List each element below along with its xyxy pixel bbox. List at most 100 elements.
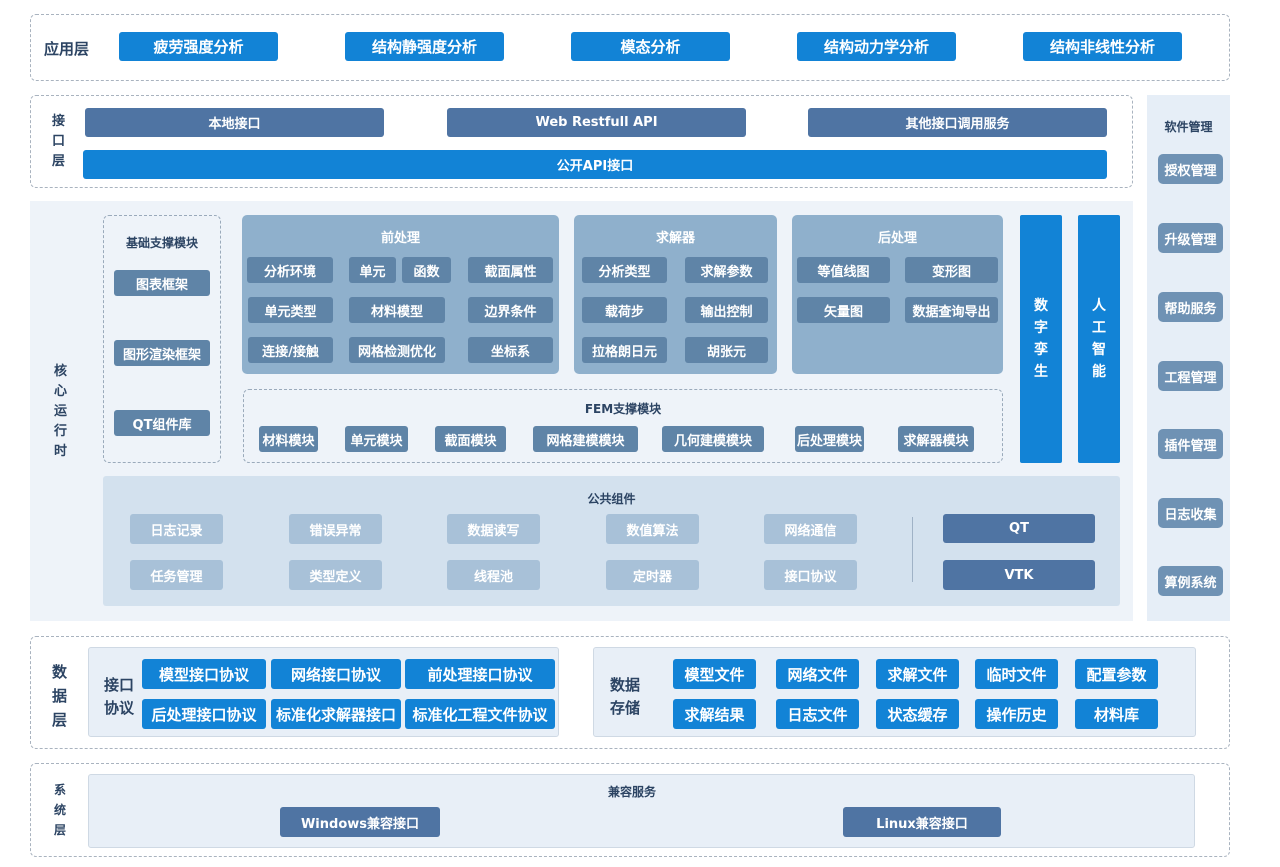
fem-item[interactable]: 求解器模块 (898, 426, 974, 452)
fem-support-box (243, 389, 1003, 463)
app-item[interactable]: 模态分析 (571, 32, 730, 61)
solver-item[interactable]: 输出控制 (685, 297, 768, 323)
basic-support-item[interactable]: 图形渲染框架 (114, 340, 210, 366)
software-mgmt-item[interactable]: 算例系统 (1158, 566, 1223, 596)
solver-item[interactable]: 胡张元 (685, 337, 768, 363)
protocol-item[interactable]: 模型接口协议 (142, 659, 266, 689)
public-component-item[interactable]: 定时器 (606, 560, 699, 590)
preprocess-title: 前处理 (380, 231, 420, 246)
interface-layer (30, 95, 1133, 188)
windows-compat-button[interactable]: Windows兼容接口 (280, 807, 440, 837)
software-mgmt-item[interactable]: 授权管理 (1158, 154, 1223, 184)
app-item[interactable]: 疲劳强度分析 (119, 32, 278, 61)
app-item[interactable]: 结构静强度分析 (345, 32, 504, 61)
protocol-item[interactable]: 后处理接口协议 (142, 699, 266, 729)
storage-item[interactable]: 操作历史 (975, 699, 1058, 729)
storage-item[interactable]: 模型文件 (673, 659, 756, 689)
protocol-item[interactable]: 标准化工程文件协议 (405, 699, 555, 729)
software-mgmt-item[interactable]: 帮助服务 (1158, 292, 1223, 322)
core-runtime-label: 核心运行时 (54, 364, 68, 459)
interface-item[interactable]: Web Restfull API (447, 108, 746, 137)
storage-item[interactable]: 日志文件 (776, 699, 859, 729)
compat-title: 兼容服务 (608, 785, 657, 799)
fem-item[interactable]: 网格建模模块 (533, 426, 638, 452)
preprocess-item[interactable]: 分析环境 (247, 257, 333, 283)
qt-button[interactable]: QT (943, 514, 1095, 543)
software-mgmt-title: 软件管理 (1164, 120, 1213, 134)
public-component-item[interactable]: 类型定义 (289, 560, 382, 590)
solver-title: 求解器 (655, 231, 695, 246)
fem-item[interactable]: 截面模块 (435, 426, 506, 452)
postprocess-item[interactable]: 等值线图 (797, 257, 890, 283)
digital-twin-label: 数字孪生 (1034, 298, 1048, 380)
basic-support-box (103, 215, 221, 463)
postprocess-item[interactable]: 变形图 (905, 257, 998, 283)
software-mgmt-item[interactable]: 插件管理 (1158, 429, 1223, 459)
preprocess-item[interactable]: 单元 (349, 257, 396, 283)
preprocess-item[interactable]: 网格检测优化 (349, 337, 445, 363)
solver-item[interactable]: 分析类型 (582, 257, 667, 283)
vtk-button[interactable]: VTK (943, 560, 1095, 590)
solver-item[interactable]: 求解参数 (685, 257, 768, 283)
software-mgmt-item[interactable]: 升级管理 (1158, 223, 1223, 253)
storage-item[interactable]: 临时文件 (975, 659, 1058, 689)
basic-support-title: 基础支撑模块 (125, 236, 198, 250)
storage-item[interactable]: 材料库 (1075, 699, 1158, 729)
public-component-item[interactable]: 接口协议 (764, 560, 857, 590)
public-component-item[interactable]: 数据读写 (447, 514, 540, 544)
linux-compat-button[interactable]: Linux兼容接口 (843, 807, 1001, 837)
public-api-bar[interactable]: 公开API接口 (83, 150, 1107, 179)
postprocess-panel (792, 215, 1003, 374)
public-component-item[interactable]: 任务管理 (130, 560, 223, 590)
preprocess-item[interactable]: 单元类型 (248, 297, 333, 323)
app-item[interactable]: 结构动力学分析 (797, 32, 956, 61)
data-layer (30, 636, 1230, 749)
protocol-item[interactable]: 标准化求解器接口 (271, 699, 401, 729)
software-mgmt-item[interactable]: 日志收集 (1158, 498, 1223, 528)
fem-item[interactable]: 材料模块 (259, 426, 318, 452)
storage-item[interactable]: 状态缓存 (876, 699, 959, 729)
app-layer (30, 14, 1230, 81)
ai-label: 人工智能 (1092, 298, 1106, 380)
interface-item[interactable]: 本地接口 (85, 108, 384, 137)
basic-support-item[interactable]: QT组件库 (114, 410, 210, 436)
app-item[interactable]: 结构非线性分析 (1023, 32, 1182, 61)
postprocess-title: 后处理 (877, 231, 917, 246)
preprocess-item[interactable]: 函数 (402, 257, 451, 283)
storage-item[interactable]: 求解文件 (876, 659, 959, 689)
software-mgmt-item[interactable]: 工程管理 (1158, 361, 1223, 391)
fem-item[interactable]: 几何建模模块 (662, 426, 764, 452)
solver-item[interactable]: 载荷步 (582, 297, 667, 323)
preprocess-item[interactable]: 截面属性 (468, 257, 553, 283)
storage-item[interactable]: 网络文件 (776, 659, 859, 689)
storage-item[interactable]: 配置参数 (1075, 659, 1158, 689)
protocol-item[interactable]: 网络接口协议 (271, 659, 401, 689)
system-layer-label: 系统层 (54, 783, 67, 837)
fem-item[interactable]: 单元模块 (345, 426, 408, 452)
system-layer (30, 763, 1230, 857)
public-component-item[interactable]: 线程池 (447, 560, 540, 590)
protocol-label: 接口协议 (104, 676, 135, 717)
storage-item[interactable]: 求解结果 (673, 699, 756, 729)
interface-layer-label: 接口层 (52, 114, 66, 169)
postprocess-item[interactable]: 矢量图 (797, 297, 890, 323)
protocol-item[interactable]: 前处理接口协议 (405, 659, 555, 689)
app-layer-label: 应用层 (44, 40, 90, 58)
preprocess-item[interactable]: 连接/接触 (248, 337, 333, 363)
solver-item[interactable]: 拉格朗日元 (582, 337, 667, 363)
public-component-item[interactable]: 日志记录 (130, 514, 223, 544)
preprocess-item[interactable]: 坐标系 (468, 337, 553, 363)
compat-panel (88, 774, 1195, 848)
divider (912, 517, 913, 582)
interface-item[interactable]: 其他接口调用服务 (808, 108, 1107, 137)
postprocess-item[interactable]: 数据查询导出 (905, 297, 998, 323)
public-component-item[interactable]: 数值算法 (606, 514, 699, 544)
digital-twin-bar[interactable]: 数字孪生 (1020, 215, 1062, 463)
preprocess-item[interactable]: 边界条件 (468, 297, 553, 323)
public-component-item[interactable]: 网络通信 (764, 514, 857, 544)
public-component-item[interactable]: 错误异常 (289, 514, 382, 544)
basic-support-item[interactable]: 图表框架 (114, 270, 210, 296)
preprocess-item[interactable]: 材料模型 (349, 297, 445, 323)
fem-item[interactable]: 后处理模块 (795, 426, 864, 452)
ai-bar[interactable]: 人工智能 (1078, 215, 1120, 463)
